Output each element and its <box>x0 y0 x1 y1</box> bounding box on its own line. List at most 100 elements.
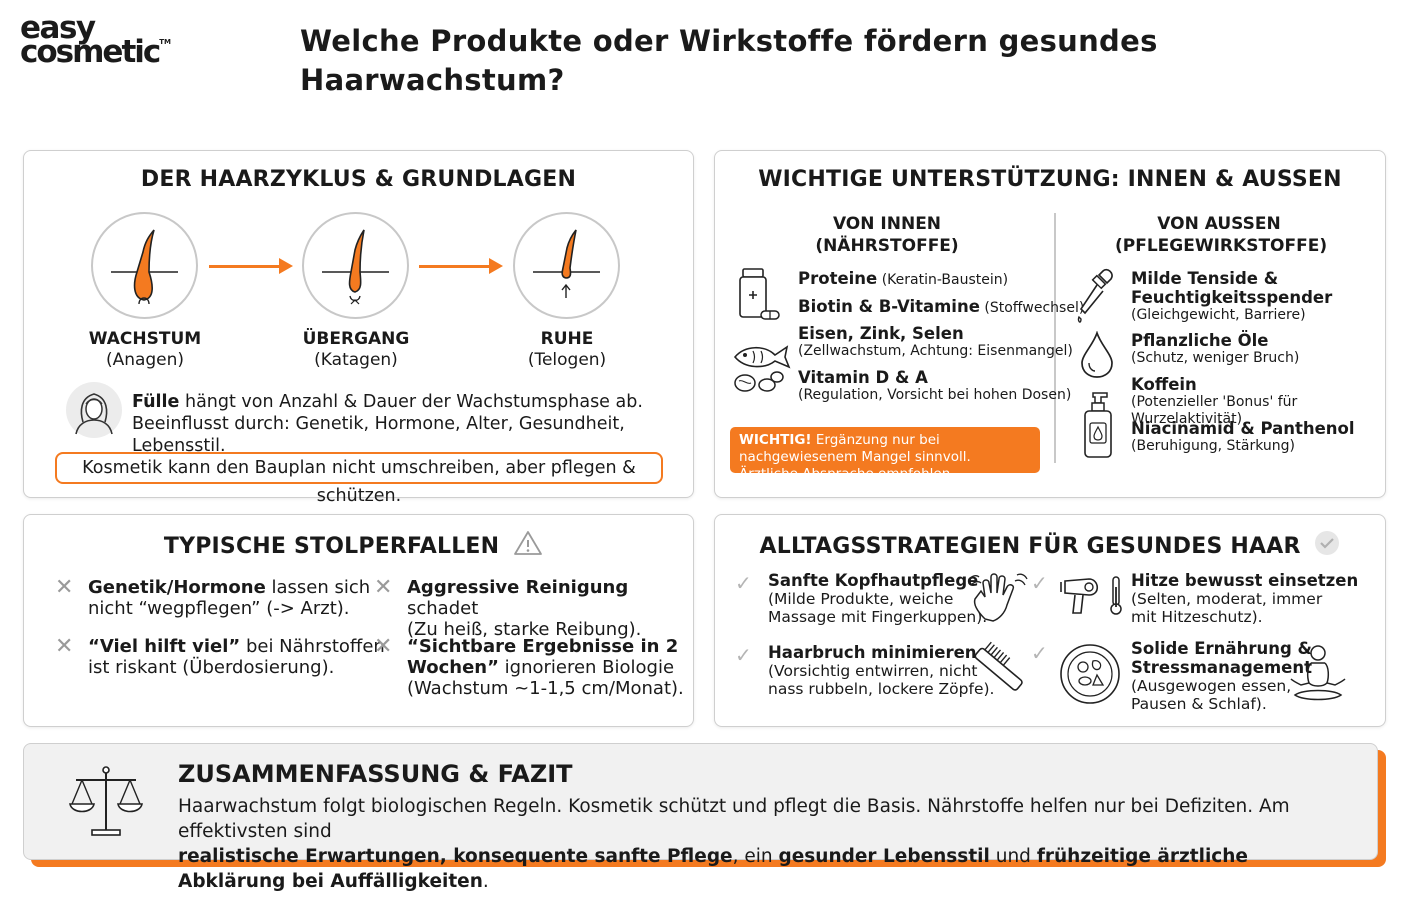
check-icon: ✓ <box>735 571 752 595</box>
item-title: Milde Tenside & <box>1131 269 1279 288</box>
summary-text-3: . <box>482 871 489 892</box>
strategy-title-2: Stressmanagement <box>1131 658 1312 677</box>
fullness-text: hängt von Anzahl & Dauer der Wachstumsph… <box>179 392 643 412</box>
pitfalls-panel: TYPISCHE STOLPERFALLEN ✕ Genetik/Hormone… <box>23 514 694 727</box>
inside-item-minerals: Eisen, Zink, Selen (Zellwachstum, Achtun… <box>798 324 1073 360</box>
item-desc: (Stoffwechsel) <box>979 300 1085 316</box>
item-desc: (Gleichgewicht, Barriere) <box>1131 307 1306 323</box>
page-title: Welche Produkte oder Wirkstoffe fördern … <box>300 24 1158 97</box>
dropper-icon <box>1073 267 1121 329</box>
meditation-icon <box>1289 643 1347 709</box>
daily-title: ALLTAGSSTRATEGIEN FÜR GESUNDES HAAR <box>759 534 1301 559</box>
logo-line-2: cosmeticTM <box>20 37 180 68</box>
summary-text-1: , ein <box>732 846 779 867</box>
strategy-line-1: (Vorsichtig entwirren, nicht <box>768 662 978 680</box>
strategy-scalp-care: Sanfte Kopfhautpflege (Milde Produkte, w… <box>768 571 987 626</box>
hair-cycle-description: Fülle hängt von Anzahl & Dauer der Wachs… <box>132 391 693 457</box>
pitfalls-title: TYPISCHE STOLPERFALLEN <box>163 534 500 559</box>
item-desc: (Keratin-Baustein) <box>877 272 1009 288</box>
comb-icon <box>967 639 1029 705</box>
item-desc: (Zellwachstum, Achtung: Eisenmangel) <box>798 343 1073 359</box>
fish-and-nuts-icon <box>731 341 793 401</box>
inside-heading-1: VON INNEN <box>832 214 942 234</box>
item-title: Pflanzliche Öle <box>1131 331 1269 350</box>
pitfall-text-2: (Wachstum ~1-1,5 cm/Monat). <box>407 678 684 699</box>
summary-bold-3: frühzeitige ärztliche Abklärung bei Auff… <box>178 846 1248 892</box>
katagen-hair-icon <box>302 212 409 319</box>
pitfall-text-2: (Zu heiß, starke Reibung). <box>407 619 642 640</box>
logo-line-1: easy <box>20 10 96 46</box>
inside-item-biotin: Biotin & B-Vitamine (Stoffwechsel) <box>798 297 1084 318</box>
outside-heading: VON AUSSEN (PFLEGEWIRKSTOFFE) <box>1115 213 1328 257</box>
item-title: Proteine <box>798 269 878 288</box>
pitfall-text: bei Nährstoffen <box>240 636 385 657</box>
stage-sub: (Telogen) <box>527 350 607 370</box>
check-icon: ✓ <box>1031 571 1048 595</box>
fullness-bold: Fülle <box>132 392 180 412</box>
daily-strategies-panel: ALLTAGSSTRATEGIEN FÜR GESUNDES HAAR ✓ Sa… <box>714 514 1386 727</box>
outside-item-niacinamide: Niacinamid & Panthenol (Beruhigung, Stär… <box>1131 419 1355 455</box>
arrow-right-icon <box>209 258 293 274</box>
column-divider <box>1054 213 1056 463</box>
pitfalls-title-wrap: TYPISCHE STOLPERFALLEN <box>24 530 693 559</box>
outside-heading-2: (PFLEGEWIRKSTOFFE) <box>1115 236 1328 256</box>
x-icon: ✕ <box>55 634 74 659</box>
check-circle-icon <box>1315 531 1340 555</box>
summary-line-1: Haarwachstum folgt biologischen Regeln. … <box>178 796 1290 842</box>
item-title: Eisen, Zink, Selen <box>798 324 964 343</box>
healthy-plate-icon <box>1059 643 1121 709</box>
hairdryer-thermometer-icon <box>1059 573 1125 625</box>
pitfall-genetics: Genetik/Hormone lassen sich nicht “wegpf… <box>88 577 370 619</box>
item-desc: (Potenzieller 'Bonus' für Wurzelaktivitä… <box>1131 394 1298 427</box>
arrow-right-icon <box>419 258 503 274</box>
daily-title-wrap: ALLTAGSSTRATEGIEN FÜR GESUNDES HAAR <box>715 530 1385 559</box>
outside-heading-1: VON AUSSEN <box>1157 214 1281 234</box>
x-icon: ✕ <box>374 634 393 659</box>
pitfall-text: lassen sich <box>265 577 371 598</box>
summary-text-2: und <box>989 846 1037 867</box>
stage-name: WACHSTUM <box>88 329 202 349</box>
summary-text: Haarwachstum folgt biologischen Regeln. … <box>178 794 1358 894</box>
item-desc: (Regulation, Vorsicht bei hohen Dosen) <box>798 387 1072 403</box>
pitfall-quick-results: “Sichtbare Ergebnisse in 2 Wochen” ignor… <box>407 636 684 699</box>
pitfall-bold-2: Wochen” <box>407 657 499 678</box>
woman-avatar-icon <box>66 382 122 438</box>
warning-bold: WICHTIG! <box>739 432 812 448</box>
strategy-title: Solide Ernährung & <box>1131 639 1312 658</box>
inside-heading-2: (NÄHRSTOFFE) <box>815 236 959 256</box>
check-icon: ✓ <box>1031 641 1048 665</box>
stage-sub: (Katagen) <box>314 350 398 370</box>
item-desc: (Schutz, weniger Bruch) <box>1131 350 1300 366</box>
logo-word: cosmetic <box>20 34 161 71</box>
pitfall-bold: Genetik/Hormone <box>88 577 266 598</box>
inside-item-proteins: Proteine (Keratin-Baustein) <box>798 269 1008 290</box>
summary-bold-2: gesunder Lebensstil <box>778 846 990 867</box>
item-desc: (Beruhigung, Stärkung) <box>1131 438 1295 454</box>
item-title: Koffein <box>1131 375 1197 394</box>
pitfall-text-2: ist riskant (Überdosierung). <box>88 657 335 678</box>
strategy-line-1: (Milde Produkte, weiche <box>768 590 954 608</box>
outside-item-surfactants: Milde Tenside & Feuchtigkeitsspender (Gl… <box>1131 269 1332 324</box>
item-title: Vitamin D & A <box>798 368 928 387</box>
scale-balance-icon <box>68 764 144 844</box>
stage-anagen: WACHSTUM (Anagen) <box>65 329 225 371</box>
stage-telogen: RUHE (Telogen) <box>487 329 647 371</box>
influence-line: Beeinflusst durch: Genetik, Hormone, Alt… <box>132 414 625 456</box>
summary-bold-1: realistische Erwartungen, konsequente sa… <box>178 846 733 867</box>
fullness-line: Fülle hängt von Anzahl & Dauer der Wachs… <box>132 391 693 413</box>
warning-triangle-icon <box>514 531 543 555</box>
summary-title: ZUSAMMENFASSUNG & FAZIT <box>178 760 573 788</box>
warning-text: Ergänzung nur bei nachgewiesenem Mangel … <box>739 432 971 482</box>
stage-katagen: ÜBERGANG (Katagen) <box>276 329 436 371</box>
strategy-line-2: Massage mit Fingerkuppen). <box>768 608 988 626</box>
pitfall-more-is-better: “Viel hilft viel” bei Nährstoffen ist ri… <box>88 636 385 678</box>
strategy-breakage: Haarbruch minimieren (Vorsichtig entwirr… <box>768 643 994 698</box>
x-icon: ✕ <box>374 575 393 600</box>
strategy-line-2: mit Hitzeschutz). <box>1131 608 1263 626</box>
anagen-hair-icon <box>91 212 198 319</box>
x-icon: ✕ <box>55 575 74 600</box>
massage-hands-icon <box>967 569 1029 627</box>
strategy-line-2: Pausen & Schlaf). <box>1131 695 1267 713</box>
item-title: Niacinamid & Panthenol <box>1131 419 1355 438</box>
pitfall-bold: “Viel hilft viel” <box>88 636 241 657</box>
